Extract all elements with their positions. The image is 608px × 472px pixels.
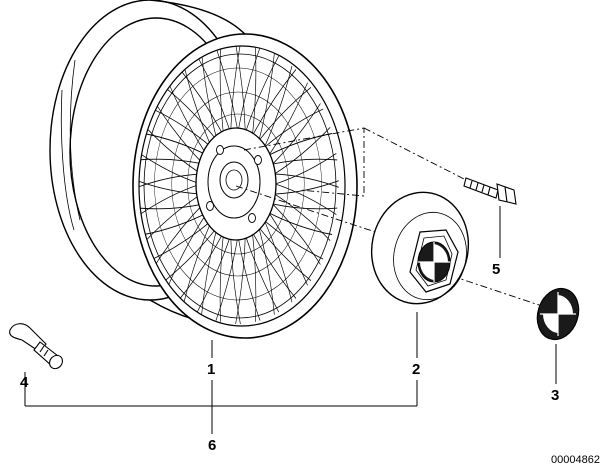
spoke-line xyxy=(252,231,257,322)
callout-4: 4 xyxy=(20,374,29,391)
spoke-line xyxy=(164,226,218,281)
spoke-line xyxy=(272,203,338,210)
spoke-line xyxy=(164,87,218,142)
spoke-line xyxy=(252,69,297,137)
spoke-line xyxy=(235,234,246,325)
spoke-line xyxy=(139,152,201,185)
spoke-line xyxy=(237,47,261,133)
wheel-hub xyxy=(195,127,277,241)
spoke-line xyxy=(201,53,218,141)
spoke-line xyxy=(258,226,312,281)
leader-lines xyxy=(24,206,557,434)
spoke-line xyxy=(235,46,246,134)
spoke-line xyxy=(179,69,224,137)
spoke-line xyxy=(275,152,337,185)
spoke-line xyxy=(264,220,293,303)
wheel-spoke-lattice xyxy=(139,46,339,325)
callout-2: 2 xyxy=(412,361,421,378)
spoke-line xyxy=(155,103,204,165)
spoke-line xyxy=(272,103,321,165)
spoke-line xyxy=(258,87,312,142)
reference-number: 00004862 xyxy=(551,454,600,466)
callout-6: 6 xyxy=(208,437,217,454)
spoke-line xyxy=(196,55,232,134)
spoke-line xyxy=(201,227,218,315)
spoke-line xyxy=(274,173,339,188)
wheel-bolt xyxy=(463,177,517,205)
spoke-line xyxy=(264,65,293,148)
callout-5: 5 xyxy=(492,261,501,278)
spoke-line xyxy=(258,227,275,315)
spoke-line xyxy=(168,212,208,286)
spoke-line xyxy=(215,235,239,321)
spoke-line xyxy=(274,193,331,241)
spoke-line xyxy=(230,234,241,325)
spoke-ring xyxy=(171,91,305,277)
spoke-line xyxy=(272,158,338,165)
spoke-line xyxy=(230,46,241,134)
spoke-line xyxy=(152,108,212,148)
spoke-line xyxy=(274,180,339,195)
spoke-line xyxy=(268,212,333,235)
spoke-line xyxy=(268,82,308,156)
spoke-line xyxy=(252,231,297,299)
spoke-ring xyxy=(154,67,322,301)
spoke-line xyxy=(155,203,204,265)
spoke-line xyxy=(237,235,261,321)
spoke-line xyxy=(168,82,208,156)
spoke-ring xyxy=(187,113,289,255)
spoke-line xyxy=(219,231,224,322)
spoke-line xyxy=(268,133,333,156)
spoke-line xyxy=(183,65,212,148)
spoke-line xyxy=(219,46,224,137)
spoke-line xyxy=(272,203,321,265)
spoke-line xyxy=(275,183,337,216)
spoke-line xyxy=(264,220,324,260)
spoke-line xyxy=(145,127,202,175)
spoke-line xyxy=(139,180,202,195)
callout-3: 3 xyxy=(551,387,560,404)
spoke-line xyxy=(274,127,331,175)
emblem xyxy=(536,287,580,341)
spoke-line xyxy=(215,47,239,133)
spoke-line xyxy=(244,234,280,313)
spoke-line xyxy=(268,212,308,286)
spoke-line xyxy=(252,46,257,137)
spoke-line xyxy=(152,220,212,260)
spoke-line xyxy=(264,108,324,148)
spoke-line xyxy=(139,183,201,216)
spoke-line xyxy=(139,158,204,165)
spoke-line xyxy=(143,133,208,156)
spoke-line xyxy=(139,203,204,210)
spoke-line xyxy=(179,231,224,299)
spoke-line xyxy=(244,55,280,134)
spoke-line xyxy=(145,193,202,241)
spoke-line xyxy=(143,212,208,235)
spoke-line xyxy=(139,173,202,188)
spoke-line xyxy=(183,220,212,303)
callout-1: 1 xyxy=(207,361,216,378)
spoke-line xyxy=(196,234,232,313)
spoke-line xyxy=(258,53,275,141)
hub-cap xyxy=(370,191,470,305)
tire-valve xyxy=(9,323,63,370)
